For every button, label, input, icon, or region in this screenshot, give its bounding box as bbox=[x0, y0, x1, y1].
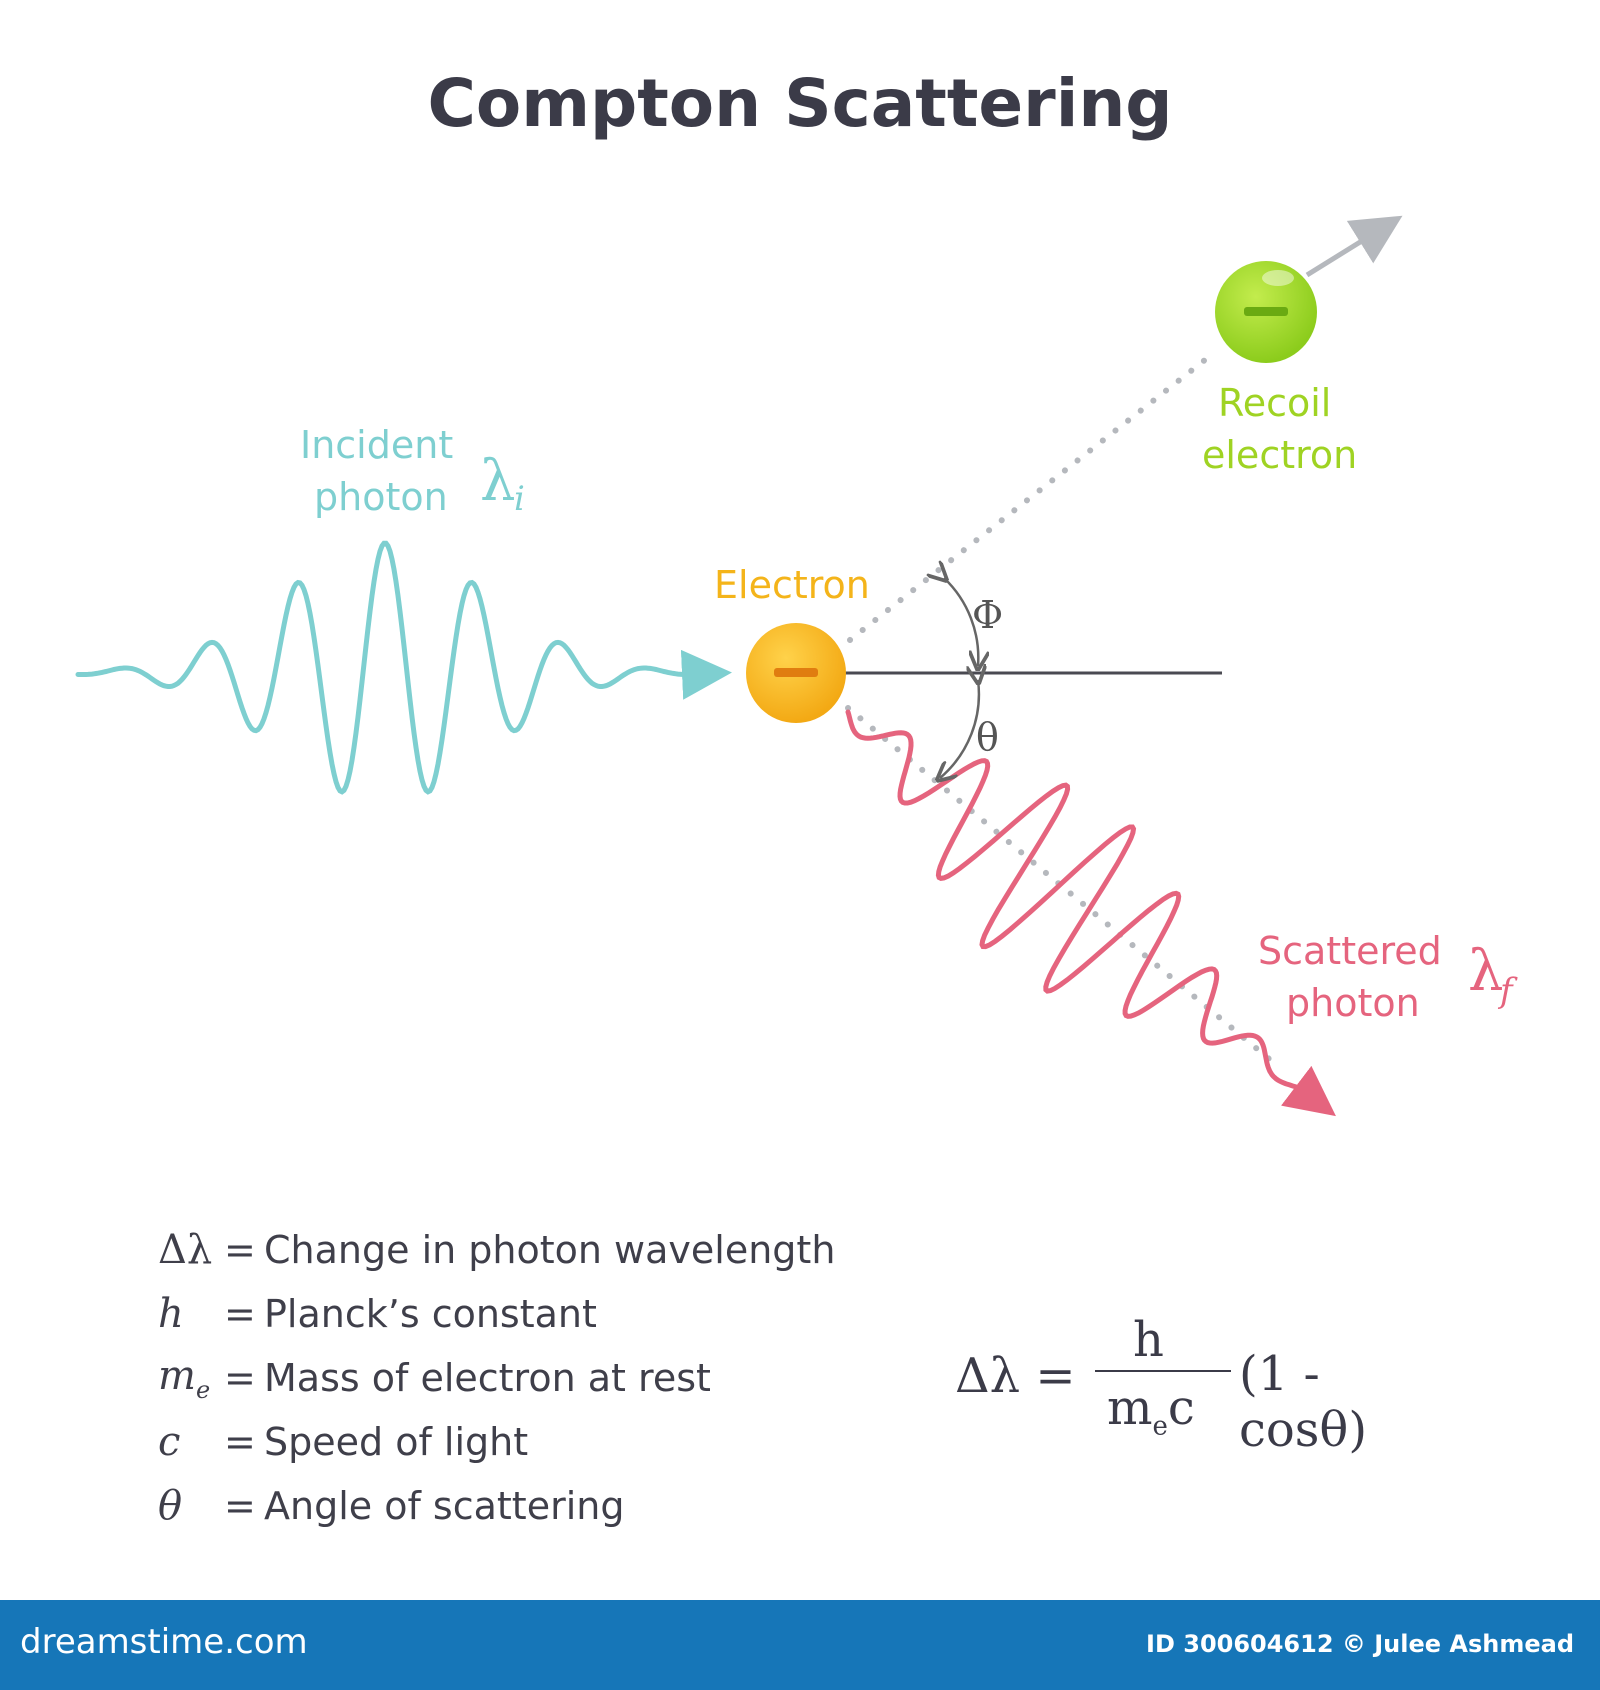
legend-row: c = Speed of light bbox=[158, 1410, 918, 1474]
legend-symbol: h bbox=[158, 1291, 184, 1337]
legend-equals: = bbox=[224, 1228, 256, 1272]
recoil-label-line2: electron bbox=[1202, 433, 1357, 477]
electron-label: Electron bbox=[714, 563, 870, 607]
footer-brand: dreamstime.com bbox=[20, 1622, 308, 1662]
formula-fraction-bar bbox=[1095, 1370, 1231, 1372]
scattered-photon-wave bbox=[845, 709, 1336, 1117]
recoil-label-line1: Recoil bbox=[1218, 381, 1331, 425]
legend-symbol: c bbox=[158, 1419, 181, 1465]
recoil-electron-highlight bbox=[1262, 270, 1294, 286]
compton-diagram: Compton Scattering Incident photon λ i Φ… bbox=[75, 65, 1518, 1117]
legend-equals: = bbox=[224, 1292, 256, 1336]
formula-denominator-base: m bbox=[1107, 1380, 1153, 1436]
electron-charge-icon bbox=[774, 668, 818, 677]
legend-symbol: Δλ bbox=[158, 1227, 213, 1273]
formula-denominator: mec bbox=[1107, 1380, 1195, 1442]
phi-angle-arc bbox=[944, 578, 978, 666]
formula-denominator-tail: c bbox=[1167, 1380, 1195, 1436]
incident-photon-wave bbox=[75, 540, 732, 795]
legend-text: Planck’s constant bbox=[264, 1292, 597, 1336]
recoil-path-dotted bbox=[847, 349, 1218, 643]
legend-row: me = Mass of electron at rest bbox=[158, 1346, 918, 1410]
phi-symbol: Φ bbox=[972, 593, 1003, 637]
legend-row: Δλ = Change in photon wavelength bbox=[158, 1218, 918, 1282]
scattered-label-line1: Scattered bbox=[1258, 929, 1442, 973]
legend-symbol-base: m bbox=[158, 1352, 196, 1399]
formula-numerator: h bbox=[1133, 1312, 1164, 1368]
legend-equals: = bbox=[224, 1356, 256, 1400]
legend-text: Mass of electron at rest bbox=[264, 1356, 711, 1400]
scattered-path-dotted bbox=[845, 705, 1283, 1071]
formula-lhs: Δλ = bbox=[955, 1348, 1076, 1404]
legend-text: Speed of light bbox=[264, 1420, 529, 1464]
legend-text: Angle of scattering bbox=[264, 1484, 625, 1528]
recoil-direction-arrow bbox=[1305, 215, 1403, 278]
formula-rhs: (1 - cosθ) bbox=[1239, 1346, 1368, 1458]
symbol-legend: Δλ = Change in photon wavelength h = Pla… bbox=[158, 1218, 918, 1538]
theta-angle-arc bbox=[940, 680, 979, 778]
scattered-label-line2: photon bbox=[1286, 981, 1420, 1025]
legend-symbol-subscript: e bbox=[195, 1375, 211, 1404]
incident-lambda-subscript: i bbox=[514, 479, 525, 519]
diagram-title: Compton Scattering bbox=[427, 65, 1172, 142]
incident-label-line1: Incident bbox=[300, 423, 453, 467]
footer-credit: ID 300604612 © Julee Ashmead bbox=[1146, 1630, 1574, 1658]
legend-equals: = bbox=[224, 1420, 256, 1464]
theta-symbol: θ bbox=[976, 715, 999, 759]
legend-equals: = bbox=[224, 1484, 256, 1528]
legend-symbol: θ bbox=[158, 1483, 183, 1529]
scattered-lambda-symbol: λ bbox=[1468, 939, 1504, 1004]
legend-row: h = Planck’s constant bbox=[158, 1282, 918, 1346]
legend-symbol: me bbox=[158, 1353, 224, 1404]
legend-row: θ = Angle of scattering bbox=[158, 1474, 918, 1538]
formula-denominator-subscript: e bbox=[1152, 1411, 1168, 1442]
legend-text: Change in photon wavelength bbox=[264, 1228, 836, 1272]
footer-bar: dreamstime.com ID 300604612 © Julee Ashm… bbox=[0, 1600, 1600, 1690]
scattered-lambda-subscript: f bbox=[1497, 971, 1518, 1011]
recoil-charge-icon bbox=[1244, 307, 1288, 316]
incident-label-line2: photon bbox=[314, 475, 448, 519]
compton-formula: Δλ = h mec (1 - cosθ) bbox=[955, 1300, 1455, 1458]
incident-lambda-symbol: λ bbox=[480, 449, 516, 514]
